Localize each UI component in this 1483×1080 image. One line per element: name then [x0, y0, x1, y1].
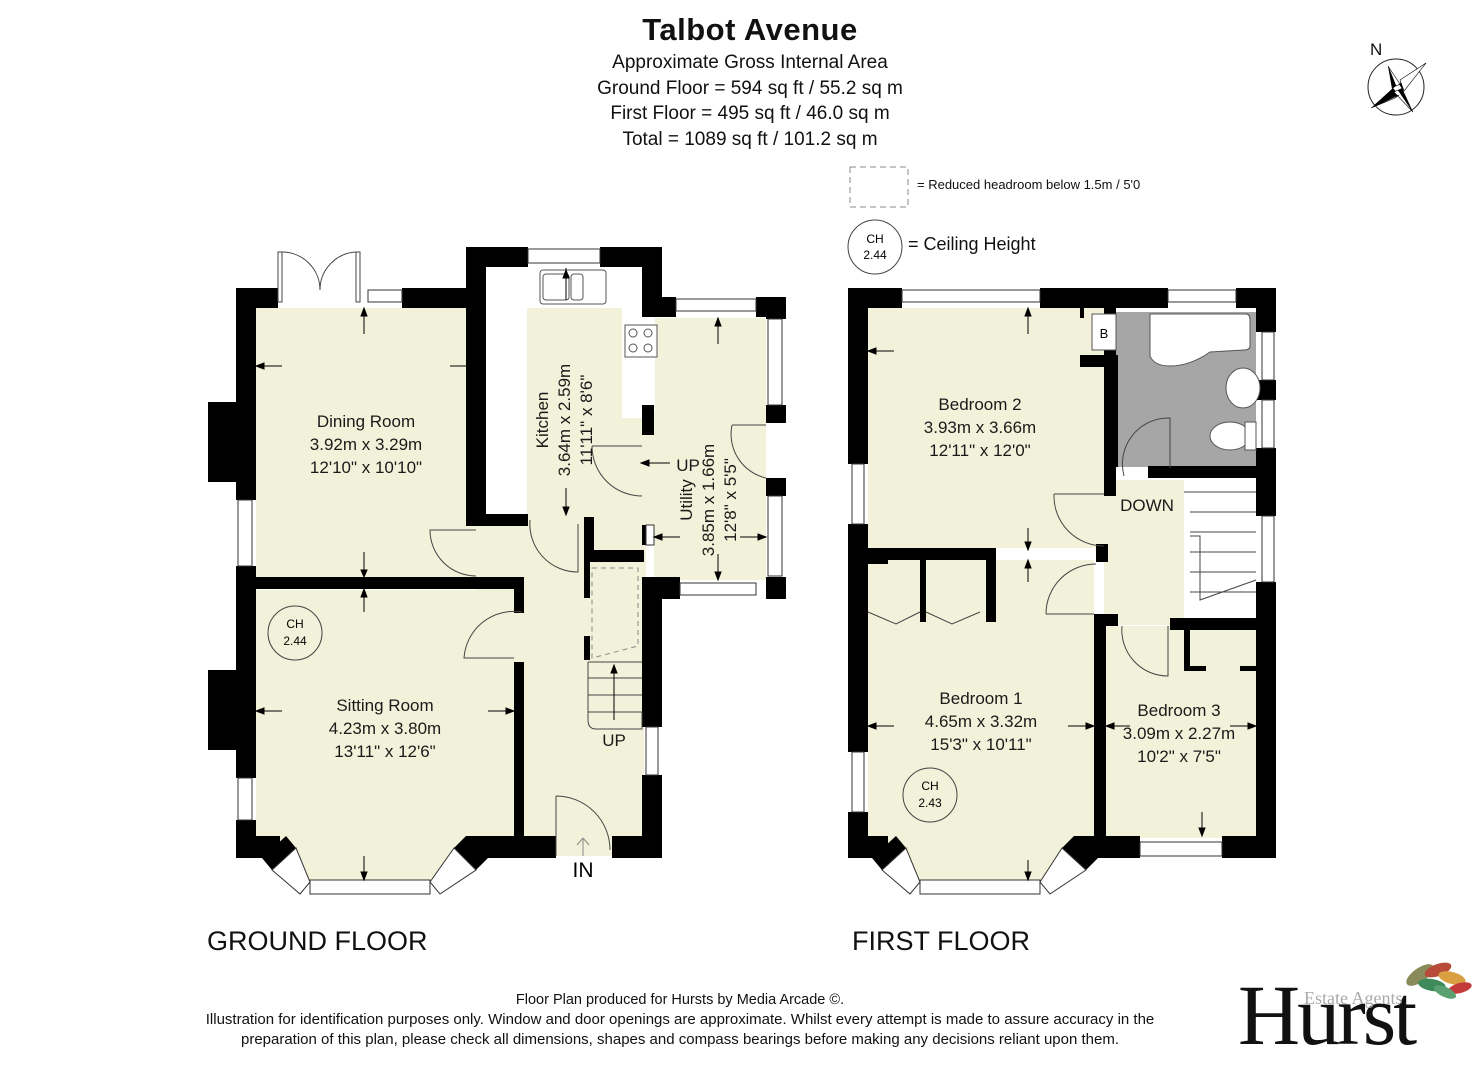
dining-room-label: Dining Room 3.92m x 3.29m 12'10" x 10'10… [310, 412, 422, 477]
utility-area [654, 318, 766, 580]
svg-text:3.85m x 1.66m: 3.85m x 1.66m [699, 444, 718, 556]
kitchen-area [527, 308, 622, 524]
total-area: Total = 1089 sq ft / 101.2 sq m [622, 128, 878, 150]
svg-text:2.43: 2.43 [918, 796, 942, 810]
svg-text:Sitting Room: Sitting Room [336, 696, 433, 715]
kitchen-label: Kitchen 3.64m x 2.59m 11'11" x 8'6" [533, 364, 596, 476]
svg-text:4.23m x 3.80m: 4.23m x 3.80m [329, 719, 441, 738]
bedroom-3-label: Bedroom 3 3.09m x 2.27m 10'2" x 7'5" [1123, 701, 1235, 766]
svg-text:13'11" x 12'6": 13'11" x 12'6" [334, 742, 435, 761]
area-subtitle: Approximate Gross Internal Area [612, 52, 888, 73]
ground-floor-label: GROUND FLOOR [207, 926, 428, 956]
first-floor-plan: B [848, 288, 1276, 895]
svg-text:Bedroom 1: Bedroom 1 [939, 689, 1022, 708]
svg-text:2.44: 2.44 [283, 634, 307, 648]
svg-text:CH: CH [286, 617, 303, 631]
first-floor-label: FIRST FLOOR [852, 926, 1031, 956]
ceiling-height-symbol: CH 2.44 [847, 219, 903, 275]
reduced-headroom-symbol [849, 166, 909, 208]
stairs-up-label: UP [602, 731, 626, 750]
entrance-arrow-icon [576, 837, 590, 856]
kitchen-sink-icon [539, 269, 607, 305]
hurst-leaves-icon [1406, 962, 1472, 999]
logo-brand: Hurst [1238, 967, 1417, 1063]
bedroom-2-label: Bedroom 2 3.93m x 3.66m 12'11" x 12'0" [924, 395, 1036, 460]
legend-ceiling-height: = Ceiling Height [908, 234, 1036, 254]
sitting-room-area [256, 590, 514, 836]
kitchen-hob-icon [624, 324, 658, 358]
ground-floor-area: Ground Floor = 594 sq ft / 55.2 sq m [597, 77, 903, 99]
svg-text:12'11" x 12'0": 12'11" x 12'0" [929, 441, 1030, 460]
svg-text:CH: CH [921, 779, 938, 793]
compass-rose-icon [1367, 58, 1427, 116]
disclaimer: Floor Plan produced for Hursts by Media … [130, 990, 1230, 1050]
landing-area [1104, 480, 1184, 625]
bedroom-1-label: Bedroom 1 4.65m x 3.32m 15'3" x 10'11" [925, 689, 1037, 754]
svg-text:15'3" x 10'11": 15'3" x 10'11" [930, 735, 1031, 754]
svg-text:Kitchen: Kitchen [533, 392, 552, 449]
basin-icon [1225, 367, 1261, 409]
svg-text:12'10" x 10'10": 12'10" x 10'10" [310, 458, 422, 477]
disclaimer-line-2: Illustration for identification purposes… [205, 1011, 1155, 1028]
svg-text:3.64m x 2.59m: 3.64m x 2.59m [555, 364, 574, 476]
svg-text:CH: CH [866, 232, 883, 246]
svg-text:Utility: Utility [677, 479, 696, 521]
bedroom-1-area [868, 560, 1094, 836]
boiler-cupboard [1091, 313, 1117, 351]
svg-text:4.65m x 3.32m: 4.65m x 3.32m [925, 712, 1037, 731]
stairs-down-label: DOWN [1120, 496, 1174, 515]
sitting-room-label: Sitting Room 4.23m x 3.80m 13'11" x 12'6… [329, 696, 441, 761]
stairwell [1184, 478, 1256, 616]
plan-header: Talbot Avenue Approximate Gross Internal… [0, 10, 1483, 152]
toilet-icon [1209, 421, 1251, 451]
svg-text:11'11" x 8'6": 11'11" x 8'6" [577, 375, 596, 466]
svg-text:Bedroom 2: Bedroom 2 [938, 395, 1021, 414]
svg-text:12'8" x 5'5": 12'8" x 5'5" [721, 458, 740, 542]
logo-tagline: Estate Agents [1304, 988, 1403, 1008]
svg-text:3.09m x 2.27m: 3.09m x 2.27m [1123, 724, 1235, 743]
bedroom-2-area [868, 308, 1104, 548]
svg-text:Bedroom 3: Bedroom 3 [1137, 701, 1220, 720]
reduced-headroom-area [591, 567, 639, 659]
svg-text:Dining Room: Dining Room [317, 412, 415, 431]
boiler-label: B [1100, 326, 1109, 341]
legend-reduced-headroom: = Reduced headroom below 1.5m / 5'0 [917, 177, 1141, 192]
dining-room-area [256, 308, 476, 580]
utility-up-label: UP [676, 456, 700, 475]
first-floor-area: First Floor = 495 sq ft / 46.0 sq m [610, 103, 890, 124]
ground-ceiling-height-marker: CH 2.44 [267, 605, 323, 661]
compass-north-label: N [1370, 40, 1383, 59]
bath-icon [1149, 313, 1251, 367]
first-ceiling-height-marker: CH 2.43 [902, 767, 958, 823]
property-title: Talbot Avenue [642, 12, 858, 47]
bedroom-3-area [1106, 626, 1256, 838]
hurst-logo: Hurst Estate Agents [1238, 958, 1478, 1058]
svg-text:3.92m x 3.29m: 3.92m x 3.29m [310, 435, 422, 454]
disclaimer-credit: Floor Plan produced for Hursts by Media … [515, 992, 845, 1008]
disclaimer-line-3: preparation of this plan, please check a… [240, 1031, 1119, 1048]
entrance-label: IN [573, 859, 594, 882]
utility-label: Utility 3.85m x 1.66m 12'8" x 5'5" [677, 444, 740, 556]
svg-text:3.93m x 3.66m: 3.93m x 3.66m [924, 418, 1036, 437]
ground-floor-plan: Dining Room 3.92m x 3.29m 12'10" x 10'10… [208, 247, 786, 895]
svg-text:2.44: 2.44 [863, 248, 887, 262]
svg-text:10'2" x 7'5": 10'2" x 7'5" [1137, 747, 1221, 766]
